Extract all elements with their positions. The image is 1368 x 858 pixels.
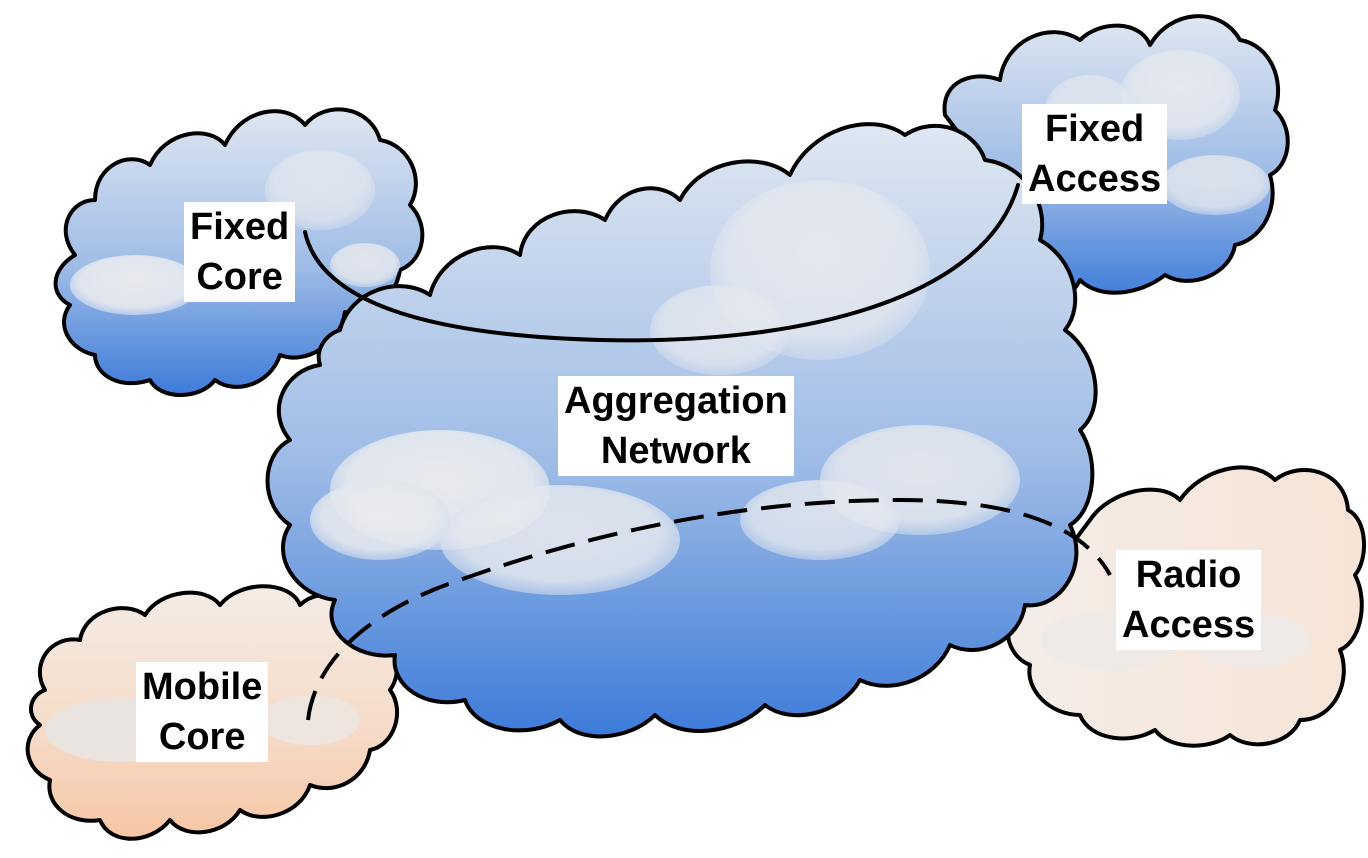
mobile-path-connector xyxy=(306,497,1112,721)
aggregation-network-label-line1: Aggregation xyxy=(564,380,788,422)
fixed-core-label: Fixed Core xyxy=(184,202,296,302)
fixed-access-label-line2: Access xyxy=(1028,158,1162,200)
fixed-core-label-line1: Fixed xyxy=(190,206,290,248)
radio-access-label-line1: Radio xyxy=(1135,554,1242,596)
mobile-core-label: Mobile Core xyxy=(136,662,269,762)
mobile-core-label-line2: Core xyxy=(158,716,246,758)
aggregation-network-label-line2: Network xyxy=(600,430,751,472)
fixed-access-label-line1: Fixed xyxy=(1044,108,1145,150)
mobile-core-label-line1: Mobile xyxy=(142,666,263,708)
fixed-core-label-line2: Core xyxy=(196,256,283,298)
aggregation-network-label: Aggregation Network xyxy=(558,376,794,476)
radio-access-label-line2: Access xyxy=(1122,604,1256,646)
fixed-path-connector xyxy=(303,183,1020,343)
radio-access-label: Radio Access xyxy=(1116,550,1262,650)
fixed-access-label: Fixed Access xyxy=(1022,104,1168,204)
